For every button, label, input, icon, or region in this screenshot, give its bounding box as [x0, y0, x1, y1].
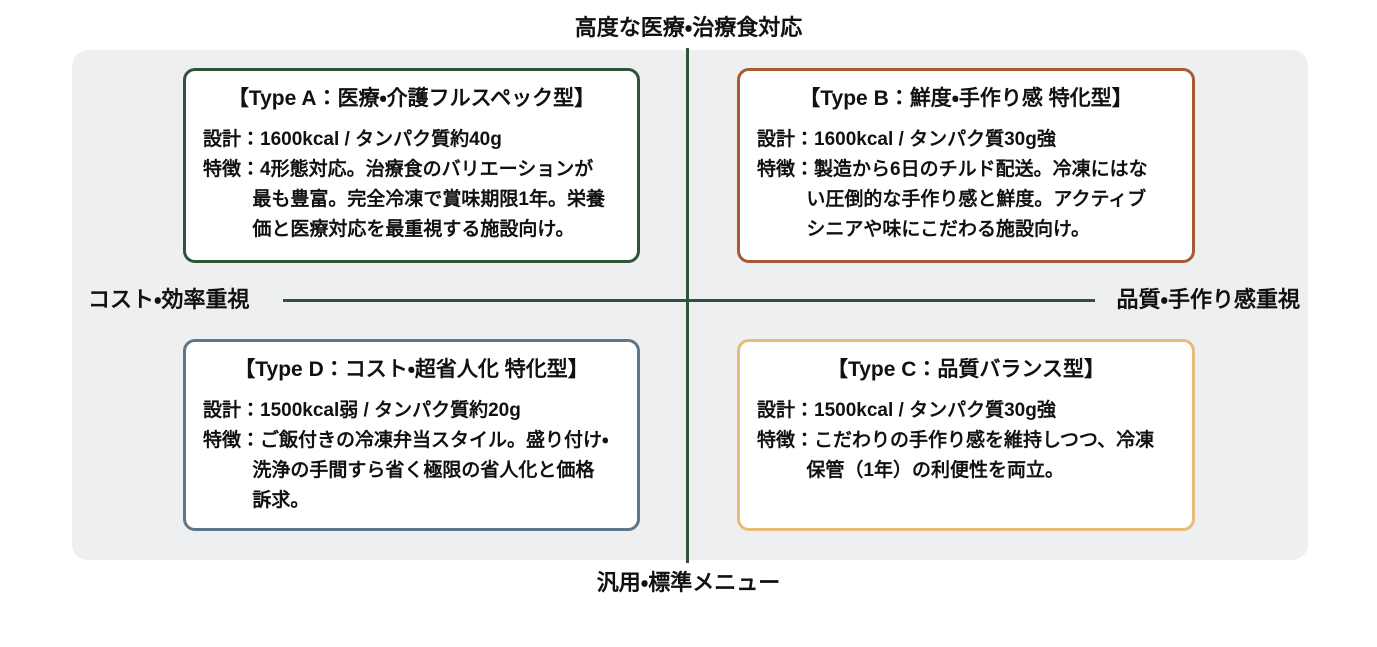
- card-title-type-d: 【Type D：コスト・超省人化 特化型】: [234, 358, 589, 381]
- card-design-type-b: 設計：1600kcal / タンパク質30g強: [757, 129, 1056, 150]
- axis-label-left: コスト・効率重視: [88, 287, 250, 312]
- horizontal-axis-line: [283, 299, 1095, 302]
- axis-label-bottom: 汎用・標準メニュー: [596, 570, 781, 595]
- card-design-type-d: 設計：1500kcal弱 / タンパク質約20g: [203, 400, 521, 421]
- quadrant-card-type-c: 【Type C：品質バランス型】 設計：1500kcal / タンパク質30g強…: [737, 339, 1195, 531]
- card-features-type-d: 特徴：ご飯付きの冷凍弁当スタイル。盛り付け・ 洗浄の手間すら省く極限の省人化と価…: [203, 430, 609, 511]
- quadrant-card-type-a: 【Type A：医療・介護フルスペック型】 設計：1600kcal / タンパク…: [183, 68, 640, 263]
- card-title-type-c: 【Type C：品質バランス型】: [826, 358, 1106, 381]
- card-title-type-b: 【Type B：鮮度・手作り感 特化型】: [799, 87, 1133, 110]
- axis-label-right: 品質・手作り感重視: [1116, 287, 1300, 312]
- card-features-type-c: 特徴：こだわりの手作り感を維持しつつ、冷凍 保管（1年）の利便性を両立。: [757, 430, 1155, 481]
- card-design-type-a: 設計：1600kcal / タンパク質約40g: [203, 129, 502, 150]
- quadrant-card-type-d: 【Type D：コスト・超省人化 特化型】 設計：1500kcal弱 / タンパ…: [183, 339, 640, 531]
- vertical-axis-line: [686, 48, 689, 563]
- card-title-type-a: 【Type A：医療・介護フルスペック型】: [227, 87, 596, 110]
- card-design-type-c: 設計：1500kcal / タンパク質30g強: [757, 400, 1056, 421]
- axis-label-top: 高度な医療・治療食対応: [574, 15, 803, 40]
- quadrant-card-type-b: 【Type B：鮮度・手作り感 特化型】 設計：1600kcal / タンパク質…: [737, 68, 1195, 263]
- card-features-type-b: 特徴：製造から6日のチルド配送。冷凍にはな い圧倒的な手作り感と鮮度。アクティブ…: [757, 159, 1148, 240]
- card-features-type-a: 特徴：4形態対応。治療食のバリエーションが 最も豊富。完全冷凍で賞味期限1年。栄…: [203, 159, 605, 240]
